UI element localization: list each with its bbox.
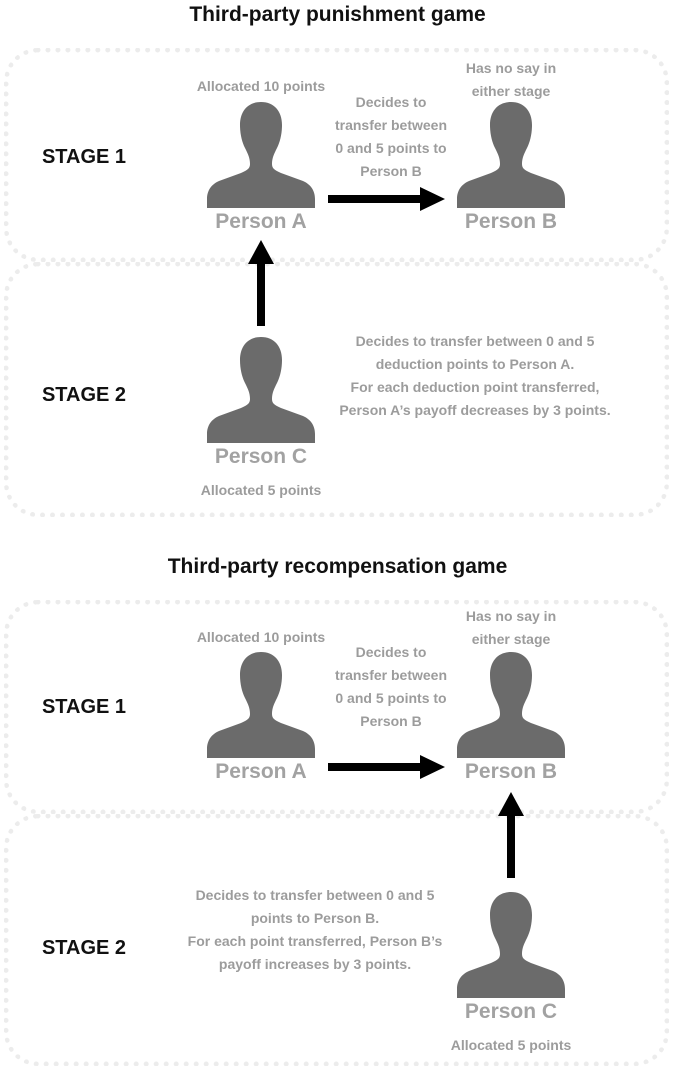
- person-a-allocation: Allocated 10 points: [196, 78, 326, 94]
- arrow-up-icon: [498, 792, 524, 878]
- transfer-note: Decides to transfer between 0 and 5 poin…: [334, 644, 448, 729]
- person-a: Person A: [191, 648, 331, 782]
- person-b-name: Person B: [464, 210, 558, 233]
- person-silhouette-icon: [457, 648, 565, 758]
- person-silhouette-icon: [207, 98, 315, 208]
- person-a: Person A: [191, 98, 331, 232]
- stage-2-label: STAGE 2: [41, 937, 127, 959]
- person-c: Person C: [441, 888, 581, 1022]
- game-title: Third-party recompensation game: [167, 555, 508, 578]
- person-a-name: Person A: [215, 210, 307, 233]
- person-c-allocation: Allocated 5 points: [450, 1037, 572, 1053]
- arrow-right-icon: [328, 187, 445, 211]
- person-silhouette-icon: [457, 98, 565, 208]
- stage-2-action-note: Decides to transfer between 0 and 5 dedu…: [339, 333, 611, 418]
- transfer-note: Decides to transfer between 0 and 5 poin…: [334, 94, 448, 179]
- stage-1-label: STAGE 1: [41, 696, 127, 718]
- game-title: Third-party punishment game: [189, 3, 486, 26]
- person-c-name: Person C: [214, 445, 308, 468]
- person-b: Person B: [441, 648, 581, 782]
- stage-2-action-note: Decides to transfer between 0 and 5 poin…: [187, 887, 443, 972]
- person-b-name: Person B: [464, 760, 558, 783]
- arrow-up-icon: [248, 240, 274, 326]
- person-b: Person B: [441, 98, 581, 232]
- stage-2-panel: [4, 262, 669, 517]
- person-c-name: Person C: [464, 1000, 558, 1023]
- person-c: Person C: [191, 333, 331, 467]
- person-c-allocation: Allocated 5 points: [200, 482, 322, 498]
- person-silhouette-icon: [207, 648, 315, 758]
- person-a-allocation: Allocated 10 points: [196, 629, 326, 645]
- person-a-name: Person A: [215, 760, 307, 783]
- stage-1-label: STAGE 1: [41, 146, 127, 168]
- stage-2-panel: [4, 814, 669, 1066]
- stage-1-panel: [4, 600, 669, 814]
- person-b-note: Has no say in either stage: [465, 60, 557, 99]
- person-silhouette-icon: [207, 333, 315, 443]
- stage-1-panel: [4, 48, 669, 262]
- arrow-right-icon: [328, 755, 445, 779]
- stage-2-label: STAGE 2: [41, 384, 127, 406]
- person-b-note: Has no say in either stage: [465, 608, 557, 647]
